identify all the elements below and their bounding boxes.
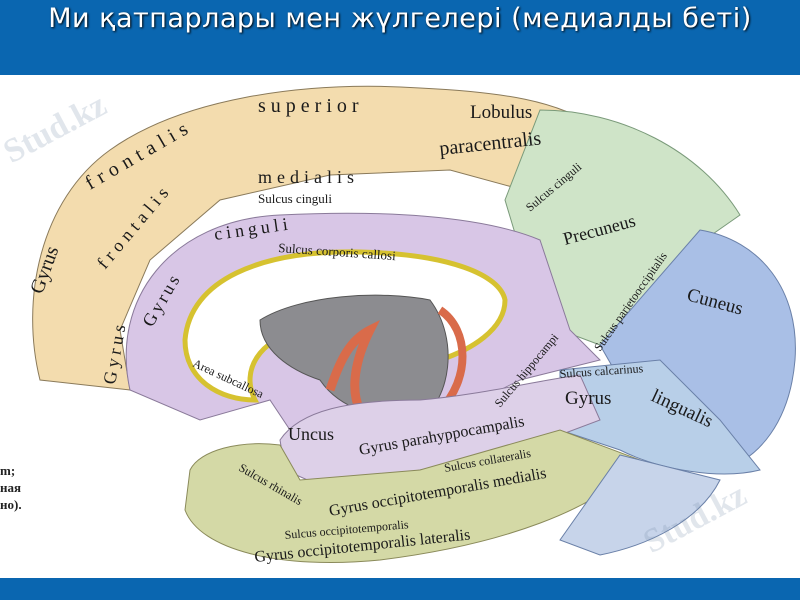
label-gyrus-lingualis-1: Gyrus — [565, 388, 611, 409]
label-sulcus-cinguli: Sulcus cinguli — [258, 191, 332, 206]
slide-title: Ми қатпарлары мен жүлгелері (медиалды бе… — [48, 3, 752, 34]
label-sulcus-calcarinus: Sulcus calcarinus — [559, 361, 644, 381]
region-gyrus-parahippocampalis — [279, 374, 601, 491]
label-gyrus-frontalis-superior-3: superior — [258, 95, 364, 117]
label-frontalis-medialis-2: medialis — [258, 167, 359, 187]
side-note-line: m; — [0, 463, 16, 478]
anterior-commissure — [325, 319, 381, 413]
slide-footer — [0, 578, 800, 600]
label-uncus: Uncus — [288, 424, 334, 444]
cerebellum-cut — [559, 454, 721, 556]
slide-header: Ми қатпарлары мен жүлгелері (медиалды бе… — [0, 0, 800, 75]
region-gyrus-occipitotemporalis — [184, 429, 641, 564]
brain-medial-surface-figure: Gyrus frontalis superior Lobulus paracen… — [0, 75, 800, 578]
brain-diagram: Gyrus frontalis superior Lobulus paracen… — [26, 85, 796, 566]
label-lobulus: Lobulus — [470, 102, 532, 123]
side-note-line: но). — [0, 497, 22, 512]
region-gyrus-lingualis — [559, 359, 761, 475]
side-note-line: ная — [0, 480, 22, 495]
side-note-fragment: m; ная но). — [0, 462, 22, 513]
